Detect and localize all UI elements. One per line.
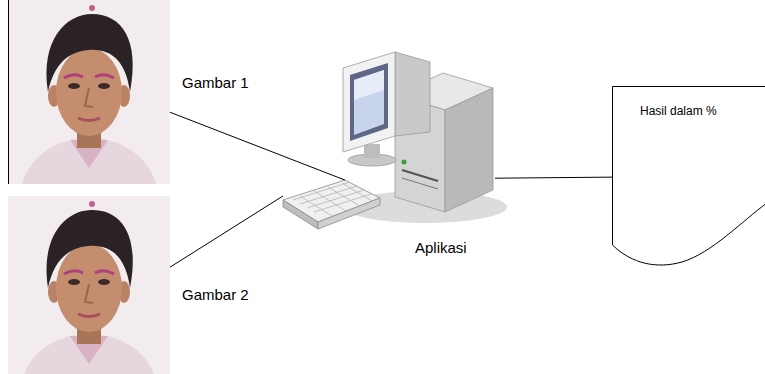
connector-line	[495, 177, 612, 178]
face-photo	[8, 0, 170, 184]
result-document: Hasil dalam %	[612, 86, 765, 272]
keyboard-icon	[283, 180, 380, 229]
photo-border	[8, 0, 9, 184]
connector-line	[170, 196, 283, 267]
connector-line	[170, 112, 345, 180]
node-label: Aplikasi	[415, 239, 467, 257]
node-label: Gambar 2	[182, 286, 249, 304]
input-image: Gambar 2	[8, 196, 170, 374]
face-photo	[8, 196, 170, 374]
application-pc: Aplikasi	[280, 45, 495, 230]
node-label: Gambar 1	[182, 74, 249, 92]
input-image: Gambar 1	[8, 0, 170, 184]
document-title: Hasil dalam %	[640, 104, 717, 118]
